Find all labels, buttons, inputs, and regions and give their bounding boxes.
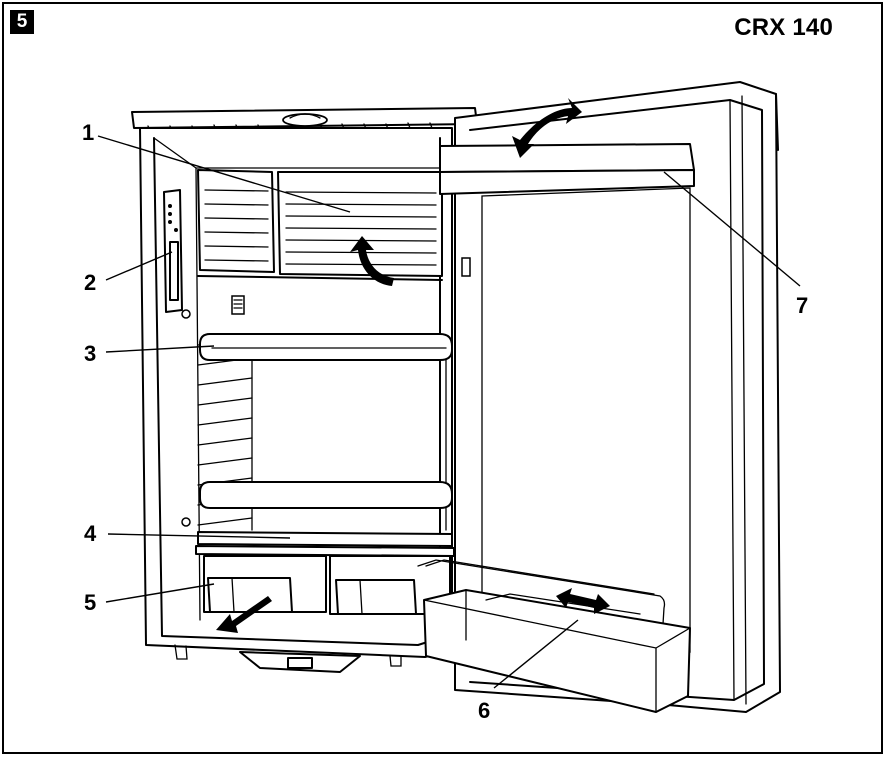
callout-5: 5 [84,590,97,615]
freezer-compartment [197,169,443,286]
glass-plate [195,531,455,557]
callout-3: 3 [84,341,97,366]
callout-7: 7 [796,293,809,318]
callout-4: 4 [84,521,97,546]
callout-2: 2 [84,270,97,295]
door-shelf-upper [439,98,695,195]
callout-6: 6 [478,698,491,723]
door [454,81,781,713]
vegetable-drawers [203,555,451,633]
shelf-upper [199,333,453,361]
callout-1: 1 [82,120,95,145]
door-bin-lower [417,559,691,713]
leader-lines [97,135,801,689]
model-name: CRX 140 [734,14,833,41]
shelf-lower [181,481,453,527]
control-panel [163,189,245,319]
figure-number-badge: 5 [10,10,34,34]
